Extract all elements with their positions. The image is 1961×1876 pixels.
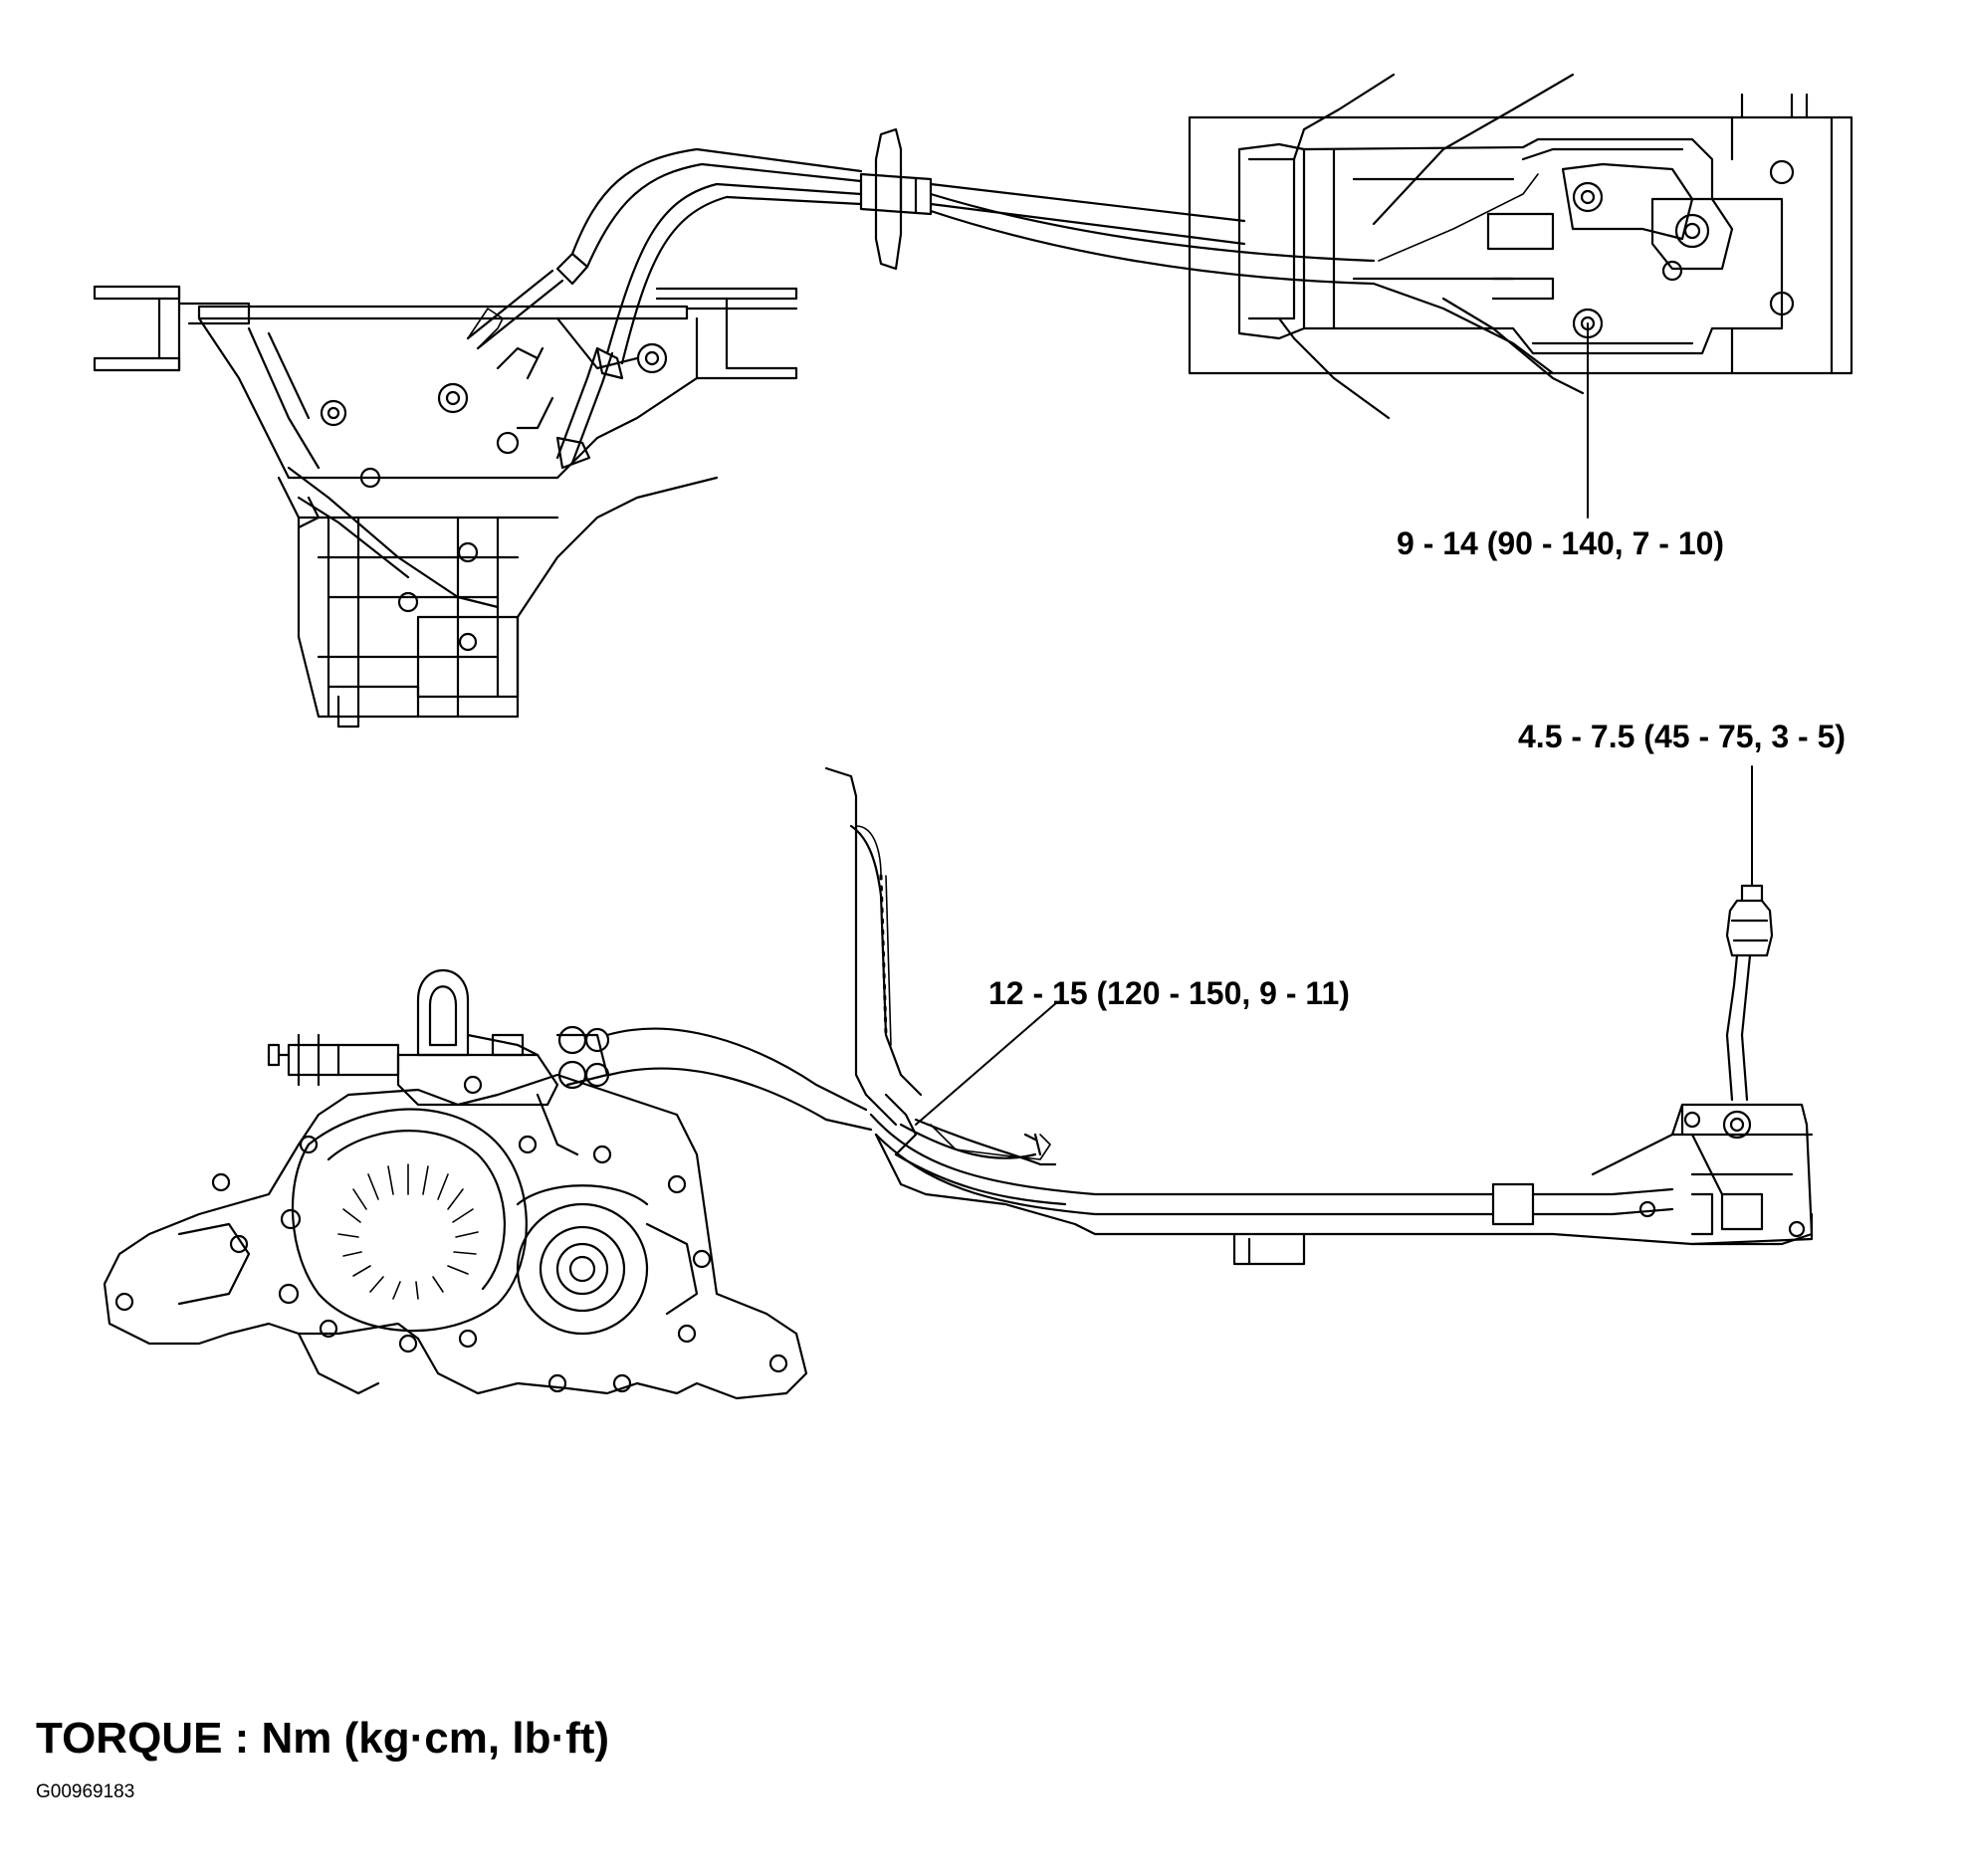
- torque-units-caption: TORQUE : Nm (kg·cm, lb·ft): [36, 1714, 610, 1763]
- lower-shift-cables: [605, 1027, 1495, 1216]
- lower-lever-assembly-drawing: [824, 766, 1814, 1266]
- torque-label-cable-bracket-bolt: 12 - 15 (120 - 150, 9 - 11): [988, 975, 1350, 1011]
- lower-transaxle-drawing: [103, 968, 808, 1400]
- torque-label-upper-bracket-bolt: 9 - 14 (90 - 140, 7 - 10): [1397, 525, 1725, 561]
- torque-label-shift-lever-nut: 4.5 - 7.5 (45 - 75, 3 - 5): [1518, 719, 1847, 754]
- bracket-leader-return: [930, 1124, 1051, 1160]
- figure-id: G00969183: [36, 1781, 135, 1802]
- bracket-torque-leader: [915, 1001, 1058, 1126]
- upper-lever-assembly-drawing: [1188, 73, 1853, 420]
- upper-transaxle-drawing: [93, 252, 798, 729]
- upper-shift-cables: [570, 127, 1376, 365]
